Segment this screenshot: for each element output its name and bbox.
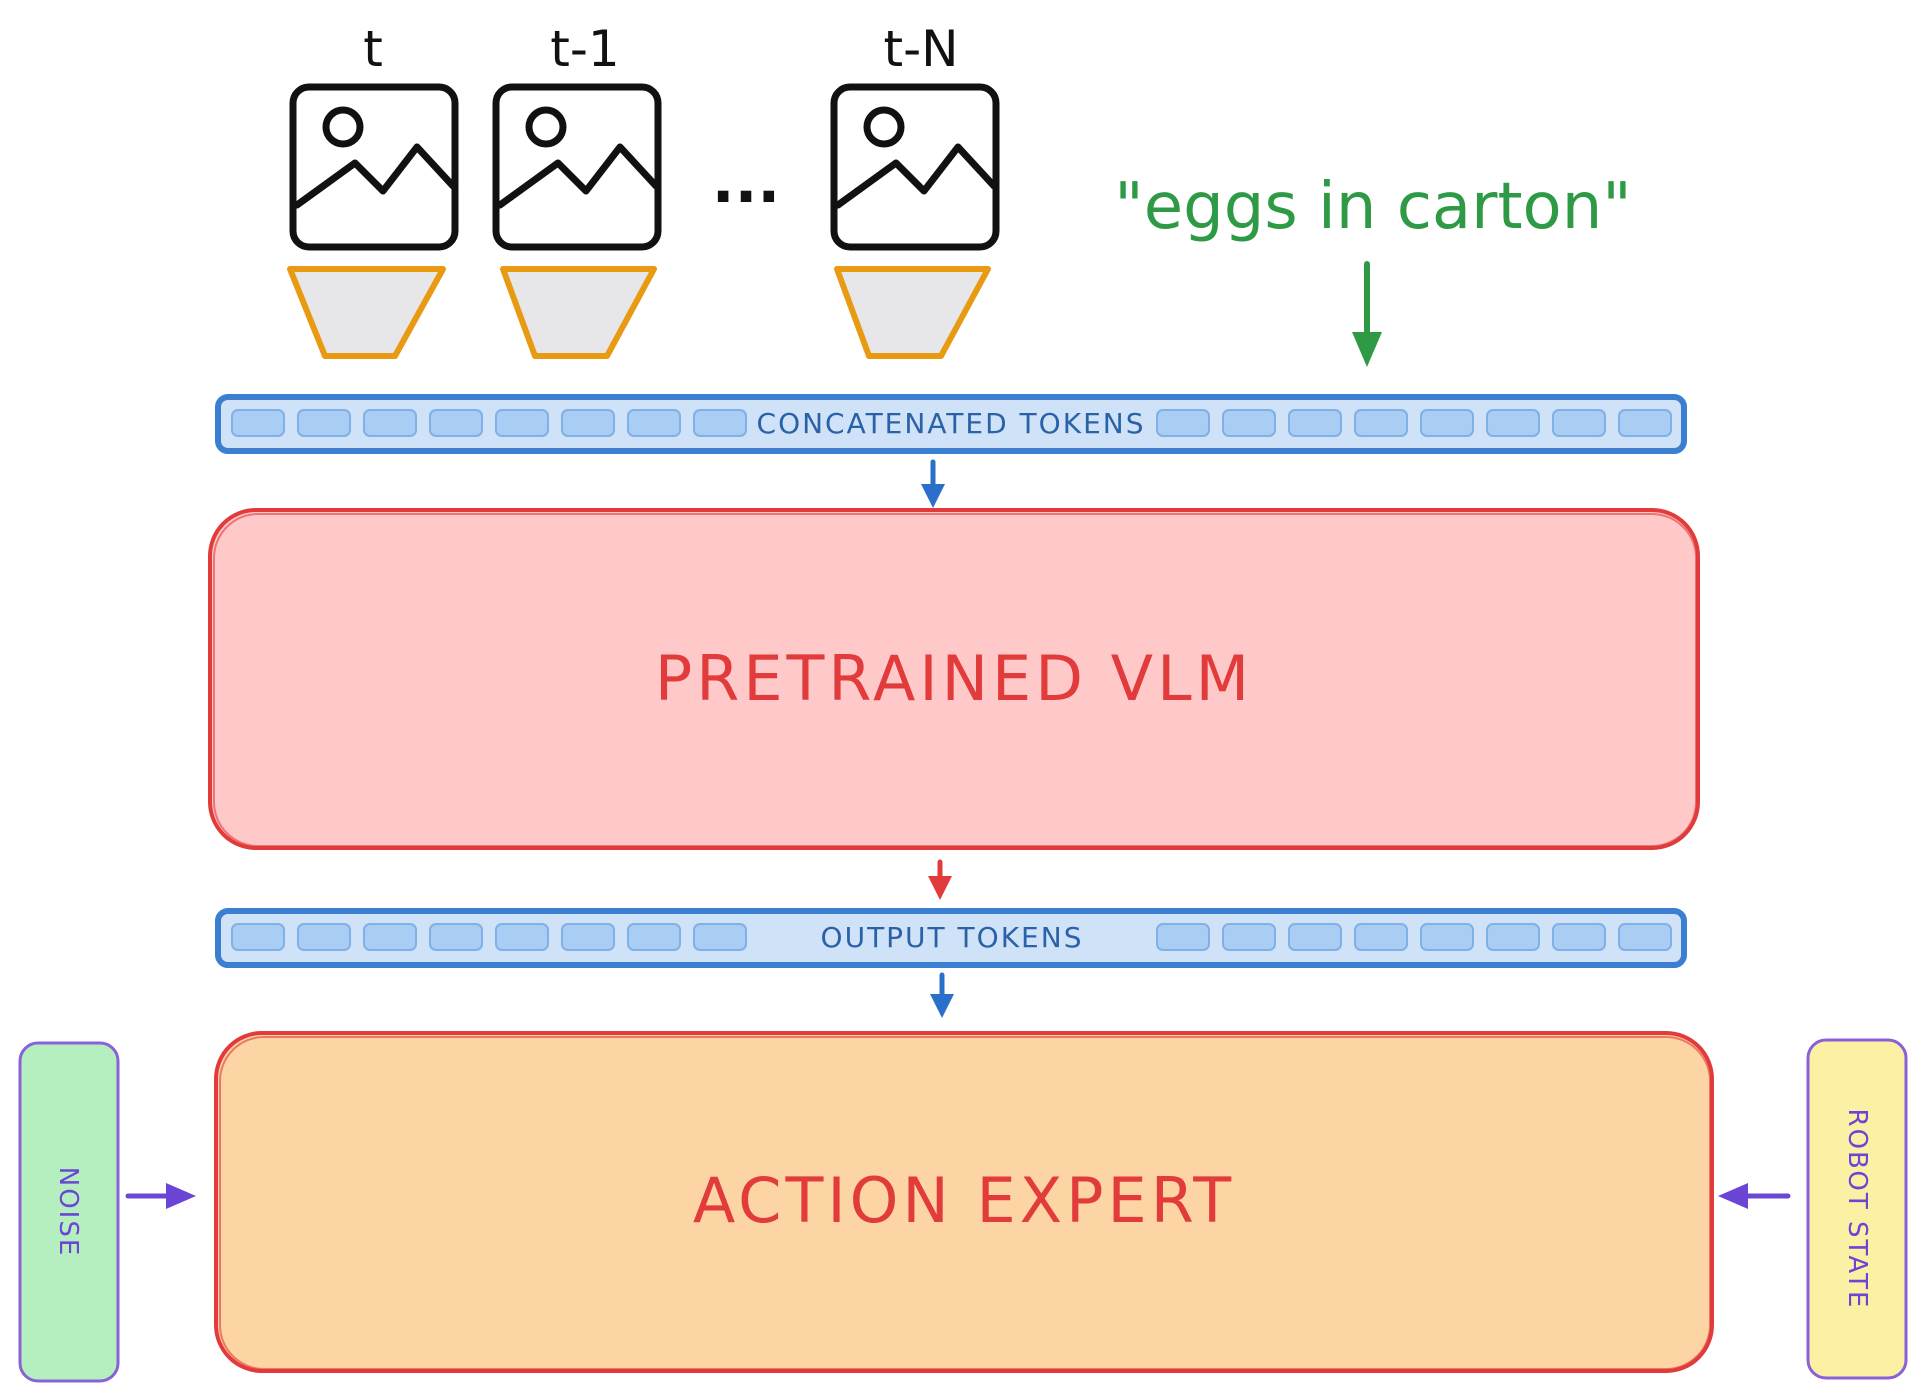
token-cell	[1420, 923, 1474, 951]
token-cell	[1222, 409, 1276, 437]
input-frames: t t-1 ... t-N	[287, 20, 1000, 359]
concatenated-tokens-band: CONCATENATED TOKENS	[215, 394, 1687, 454]
concatenated-tokens-label: CONCATENATED TOKENS	[757, 407, 1146, 440]
token-cell	[231, 923, 285, 951]
arrow-output-to-action	[930, 972, 954, 1018]
token-cell	[363, 409, 417, 437]
token-cell	[1618, 409, 1672, 437]
robot-state-input: ROBOT STATE	[1806, 1038, 1908, 1380]
token-cell	[495, 409, 549, 437]
arrow-concat-to-vlm	[921, 459, 945, 508]
token-cell	[1420, 409, 1474, 437]
image-icon	[289, 83, 459, 251]
noise-label: NOISE	[53, 1167, 83, 1258]
encoder-trapezoid-t	[287, 266, 446, 359]
token-cell	[1288, 923, 1342, 951]
arrow-vlm-to-output	[928, 859, 952, 900]
token-cell	[1552, 923, 1606, 951]
encoder-trapezoid-t-n	[834, 266, 991, 359]
action-expert-label: ACTION EXPERT	[693, 1164, 1235, 1237]
noise-input: NOISE	[18, 1041, 120, 1383]
token-cell	[693, 923, 747, 951]
image-icon	[492, 83, 662, 251]
token-cell	[363, 923, 417, 951]
output-tokens-label: OUTPUT TOKENS	[821, 921, 1084, 954]
encoder-trapezoid-t-1	[500, 266, 657, 359]
pretrained-vlm-block: PRETRAINED VLM	[208, 508, 1700, 850]
token-cell	[495, 923, 549, 951]
frame-label-t-n: t-N	[883, 20, 958, 78]
pretrained-vlm-label: PRETRAINED VLM	[655, 642, 1253, 715]
arrow-state-to-action	[1718, 1183, 1791, 1209]
token-cell	[1222, 923, 1276, 951]
token-cell	[297, 923, 351, 951]
token-cell	[627, 923, 681, 951]
token-cell	[561, 923, 615, 951]
output-token-cells	[231, 923, 1672, 951]
output-tokens-band: OUTPUT TOKENS	[215, 908, 1687, 968]
action-expert-block: ACTION EXPERT	[214, 1031, 1714, 1373]
token-cell	[1486, 409, 1540, 437]
frame-label-t: t	[363, 20, 383, 78]
token-cell	[1552, 409, 1606, 437]
token-cell	[1354, 409, 1408, 437]
token-cell	[693, 409, 747, 437]
token-cell	[429, 409, 483, 437]
frame-t: t	[287, 20, 459, 359]
image-icon	[830, 83, 1000, 251]
token-cell	[1486, 923, 1540, 951]
prompt-text: "eggs in carton"	[1114, 170, 1631, 244]
token-cell	[429, 923, 483, 951]
token-cell	[1618, 923, 1672, 951]
prompt-arrow-head	[1352, 332, 1382, 367]
robot-state-label: ROBOT STATE	[1842, 1109, 1872, 1310]
frame-t-minus-1: t-1	[492, 20, 662, 359]
frames-ellipsis: ...	[712, 147, 780, 217]
text-prompt: "eggs in carton"	[1114, 170, 1632, 367]
concatenated-token-cells	[231, 409, 1672, 437]
token-cell	[231, 409, 285, 437]
token-cell	[1156, 409, 1210, 437]
frame-label-t-1: t-1	[550, 20, 619, 78]
token-cell	[627, 409, 681, 437]
token-cell	[561, 409, 615, 437]
token-cell	[297, 409, 351, 437]
token-cell	[1288, 409, 1342, 437]
token-cell	[1156, 923, 1210, 951]
arrow-noise-to-action	[125, 1183, 196, 1209]
token-cell	[1354, 923, 1408, 951]
frame-t-minus-n: t-N	[830, 20, 1000, 359]
